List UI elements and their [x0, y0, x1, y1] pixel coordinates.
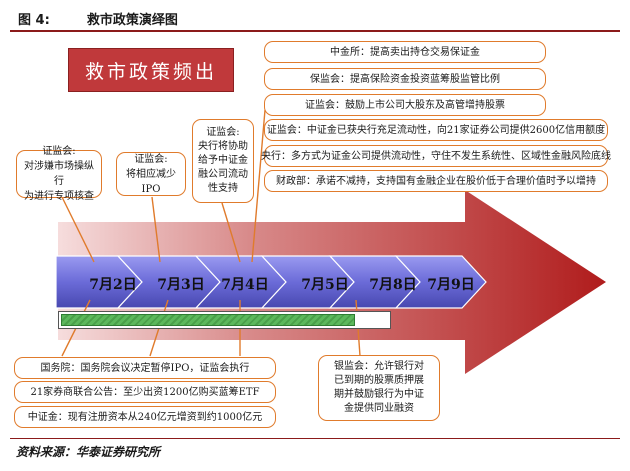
progress-bar	[58, 311, 391, 329]
event-box-csrc-buyback: 证监会：鼓励上市公司大股东及高管增持股票	[264, 94, 546, 116]
progress-fill	[61, 314, 355, 326]
callout-csrc-pboc-support: 证监会: 央行将协助 给予中证金 融公司流动 性支持	[192, 119, 254, 203]
chevron-band	[55, 255, 487, 309]
figure-label: 图 4:	[18, 13, 50, 28]
callout-line: 将相应减少IPO	[126, 168, 176, 195]
header-rule	[10, 30, 620, 32]
callout-line: 证监会:	[42, 146, 76, 157]
event-box-brokers-etf: 21家券商联合公告：至少出资1200亿购买蓝筹ETF	[14, 381, 276, 403]
callout-csrc-manipulation: 证监会: 对涉嫌市场操纵行 为进行专项核查	[16, 146, 102, 202]
callout-line: 证监会:	[134, 153, 168, 165]
event-box-csf-capital: 中证金：现有注册资本从240亿元增资到约1000亿元	[14, 406, 276, 428]
event-box-circ-insurance: 保监会：提高保险资金投资蓝筹股监管比例	[264, 68, 546, 90]
callout-line: 央行将协助	[198, 141, 248, 152]
figure-title: 图 4: 救市政策演绎图	[18, 9, 178, 28]
date-label: 7月2日	[89, 277, 137, 293]
event-box-state-council-ipo: 国务院：国务院会议决定暂停IPO，证监会执行	[14, 357, 276, 379]
date-label: 7月5日	[301, 277, 349, 293]
date-label: 7月8日	[369, 277, 417, 293]
date-label: 7月4日	[221, 277, 269, 293]
policy-banner: 救市政策频出	[68, 48, 234, 92]
callout-line: 证监会:	[206, 127, 240, 138]
callout-line: 金提供同业融资	[344, 403, 414, 414]
callout-line: 对涉嫌市场操纵行	[24, 161, 94, 187]
callout-csrc-ipo: 证监会: 将相应减少IPO	[116, 152, 186, 196]
figure-heading: 救市政策演绎图	[86, 13, 178, 28]
source-note: 资料来源：华泰证券研究所	[16, 445, 161, 459]
event-box-csrc-liquidity: 证监会：中证金已获央行充足流动性，向21家证券公司提供2600亿信用额度	[264, 119, 608, 141]
date-label: 7月3日	[157, 277, 205, 293]
callout-line: 期并鼓励银行为中证	[334, 389, 424, 400]
callout-line: 给予中证金	[198, 155, 248, 166]
date-label: 7月9日	[427, 277, 475, 293]
callout-cbrc-pledge: 银监会：允许银行对 已到期的股票质押展 期并鼓励银行为中证 金提供同业融资	[318, 355, 440, 421]
callout-line: 性支持	[208, 183, 238, 194]
footer-rule	[10, 438, 620, 439]
event-box-mof-holdings: 财政部：承诺不减持，支持国有金融企业在股价低于合理价值时予以增持	[264, 170, 608, 192]
callout-line: 融公司流动	[198, 169, 248, 180]
event-box-pboc-liquidity: 央行：多方式为证金公司提供流动性，守住不发生系统性、区域性金融风险底线	[261, 145, 611, 167]
callout-line: 为进行专项核查	[24, 191, 94, 202]
event-box-cffex-margin: 中金所：提高卖出持仓交易保证金	[264, 41, 546, 63]
callout-line: 已到期的股票质押展	[334, 375, 424, 386]
callout-line: 银监会：允许银行对	[334, 361, 424, 372]
